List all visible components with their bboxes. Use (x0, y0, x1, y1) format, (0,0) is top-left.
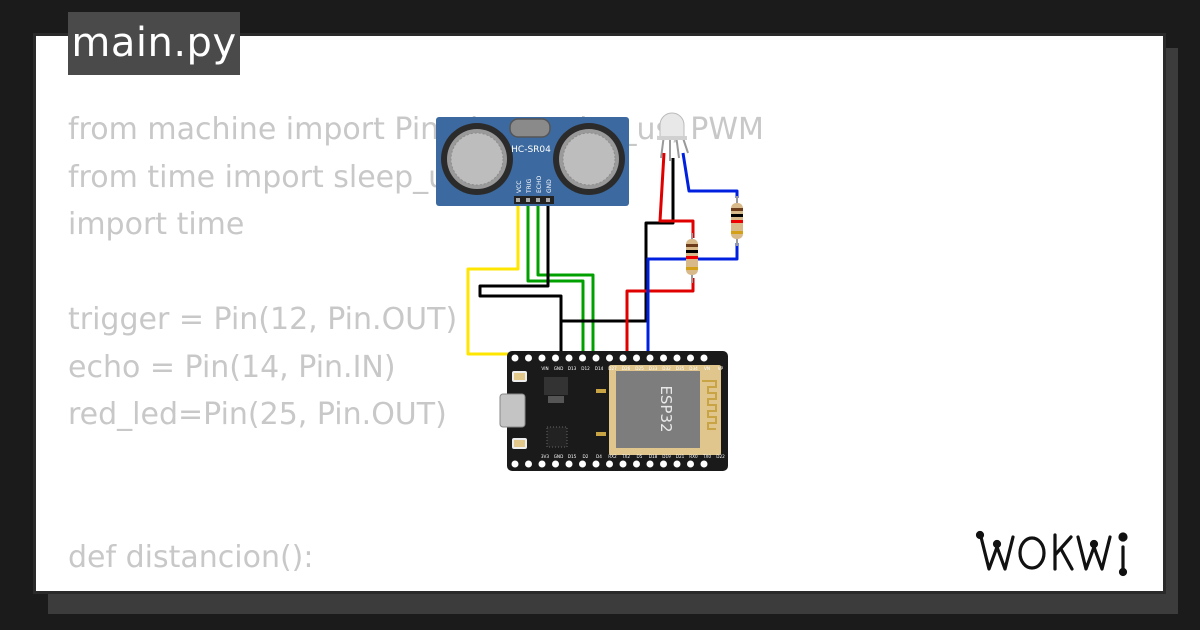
header-pin (633, 354, 640, 362)
header-pin (538, 354, 546, 362)
board-label: ESP32 (657, 385, 675, 432)
header-pin (646, 460, 654, 468)
header-pin (606, 354, 613, 362)
hc-sr04-sensor: HC-SR04 VCC TRIG ECHO GND (436, 117, 629, 206)
wire-led-common (561, 158, 675, 323)
wire-blue-led (681, 152, 739, 198)
board-pin-label: D34 (689, 366, 698, 371)
board-pin-label: 3V3 (541, 454, 550, 459)
header-pin (552, 354, 559, 362)
board-pin-label: RX0 (689, 454, 698, 459)
board-pin-label: VP (718, 366, 724, 371)
header-pin (619, 354, 627, 362)
board-pin-label: D19 (662, 454, 671, 459)
header-pin (700, 460, 708, 468)
board-pin-label: D27 (608, 366, 617, 371)
resistor-2 (686, 233, 698, 283)
board-pin-label: D4 (596, 454, 602, 459)
header-pin (687, 354, 694, 362)
header-pin (511, 354, 519, 362)
board-pin-label: D2 (583, 454, 589, 459)
board-pin-label: GND (554, 454, 564, 459)
header-pin (525, 354, 532, 362)
sensor-pin-gnd: GND (546, 179, 553, 193)
board-pin-label: D22 (716, 454, 725, 459)
sensor-pin-vcc: VCC (516, 181, 523, 193)
board-pin-label: TX0 (702, 454, 711, 459)
wire-vcc (466, 200, 550, 358)
header-pin (592, 460, 600, 468)
board-pin-label: D15 (568, 454, 577, 459)
board-pin-label: D25 (635, 366, 644, 371)
header-pin (700, 354, 708, 362)
board-pin-label: RX2 (608, 454, 617, 459)
board-pin-label: D14 (595, 366, 604, 371)
preview-card: from machine import Pin, time_pulse_us, … (33, 33, 1166, 594)
wokwi-logo (975, 530, 1128, 577)
header-pin (565, 460, 573, 468)
code-line: red_led=Pin(25, Pin.OUT) (68, 397, 447, 432)
wire-red-led (658, 152, 695, 238)
filename-tab: main.py (68, 12, 240, 75)
board-pin-label: D5 (637, 454, 643, 459)
header-pin (673, 460, 681, 468)
header-pin (565, 354, 573, 362)
code-line: import time (68, 207, 245, 242)
board-pin-label: EN (731, 366, 737, 371)
code-line: trigger = Pin(12, Pin.OUT) (68, 302, 458, 337)
code-line: def distancion(): (68, 539, 314, 575)
resistor-1 (731, 196, 743, 246)
header-pin (687, 460, 694, 468)
header-pin (606, 460, 613, 468)
board-pin-label: D12 (581, 366, 590, 371)
board-pin-label: D13 (568, 366, 577, 371)
wire-gnd (478, 200, 563, 358)
sensor-pin-trig: TRIG (526, 178, 533, 194)
header-pin (619, 460, 627, 468)
board-pin-label: D21 (676, 454, 685, 459)
header-pin (579, 354, 586, 362)
board-pin-label: D26 (622, 366, 631, 371)
wire-trig (526, 200, 585, 358)
header-pin (538, 460, 546, 468)
header-pin (673, 354, 681, 362)
wire-echo (536, 200, 595, 358)
board-pin-label: D32 (662, 366, 671, 371)
board-pin-label: D35 (676, 366, 685, 371)
board-pin-label: D33 (649, 366, 658, 371)
header-pin (660, 460, 667, 468)
header-pin (525, 460, 532, 468)
header-pin (552, 460, 559, 468)
rgb-led (657, 112, 689, 161)
sensor-label: HC-SR04 (511, 145, 551, 155)
header-pin (633, 460, 640, 468)
header-pin (660, 354, 667, 362)
board-pin-label: GND (554, 366, 564, 371)
wire-red-board (625, 278, 695, 358)
sensor-pin-echo: ECHO (536, 176, 543, 193)
circuit-diagram: HC-SR04 VCC TRIG ECHO GND (436, 112, 743, 471)
board-pin-label: D23 (730, 454, 739, 459)
header-pin (592, 354, 600, 362)
board-pin-label: VIN (541, 366, 548, 371)
code-line: echo = Pin(14, Pin.IN) (68, 349, 396, 385)
header-pin (579, 460, 586, 468)
board-pin-label: TX2 (621, 454, 630, 459)
header-pin (511, 460, 519, 468)
board-pin-label: D18 (649, 454, 658, 459)
board-pin-label: VN (704, 366, 710, 371)
code-area: from machine import Pin, time_pulse_us, … (68, 106, 764, 591)
code-line: trigger.value(0) (68, 581, 764, 591)
header-pin (646, 354, 654, 362)
